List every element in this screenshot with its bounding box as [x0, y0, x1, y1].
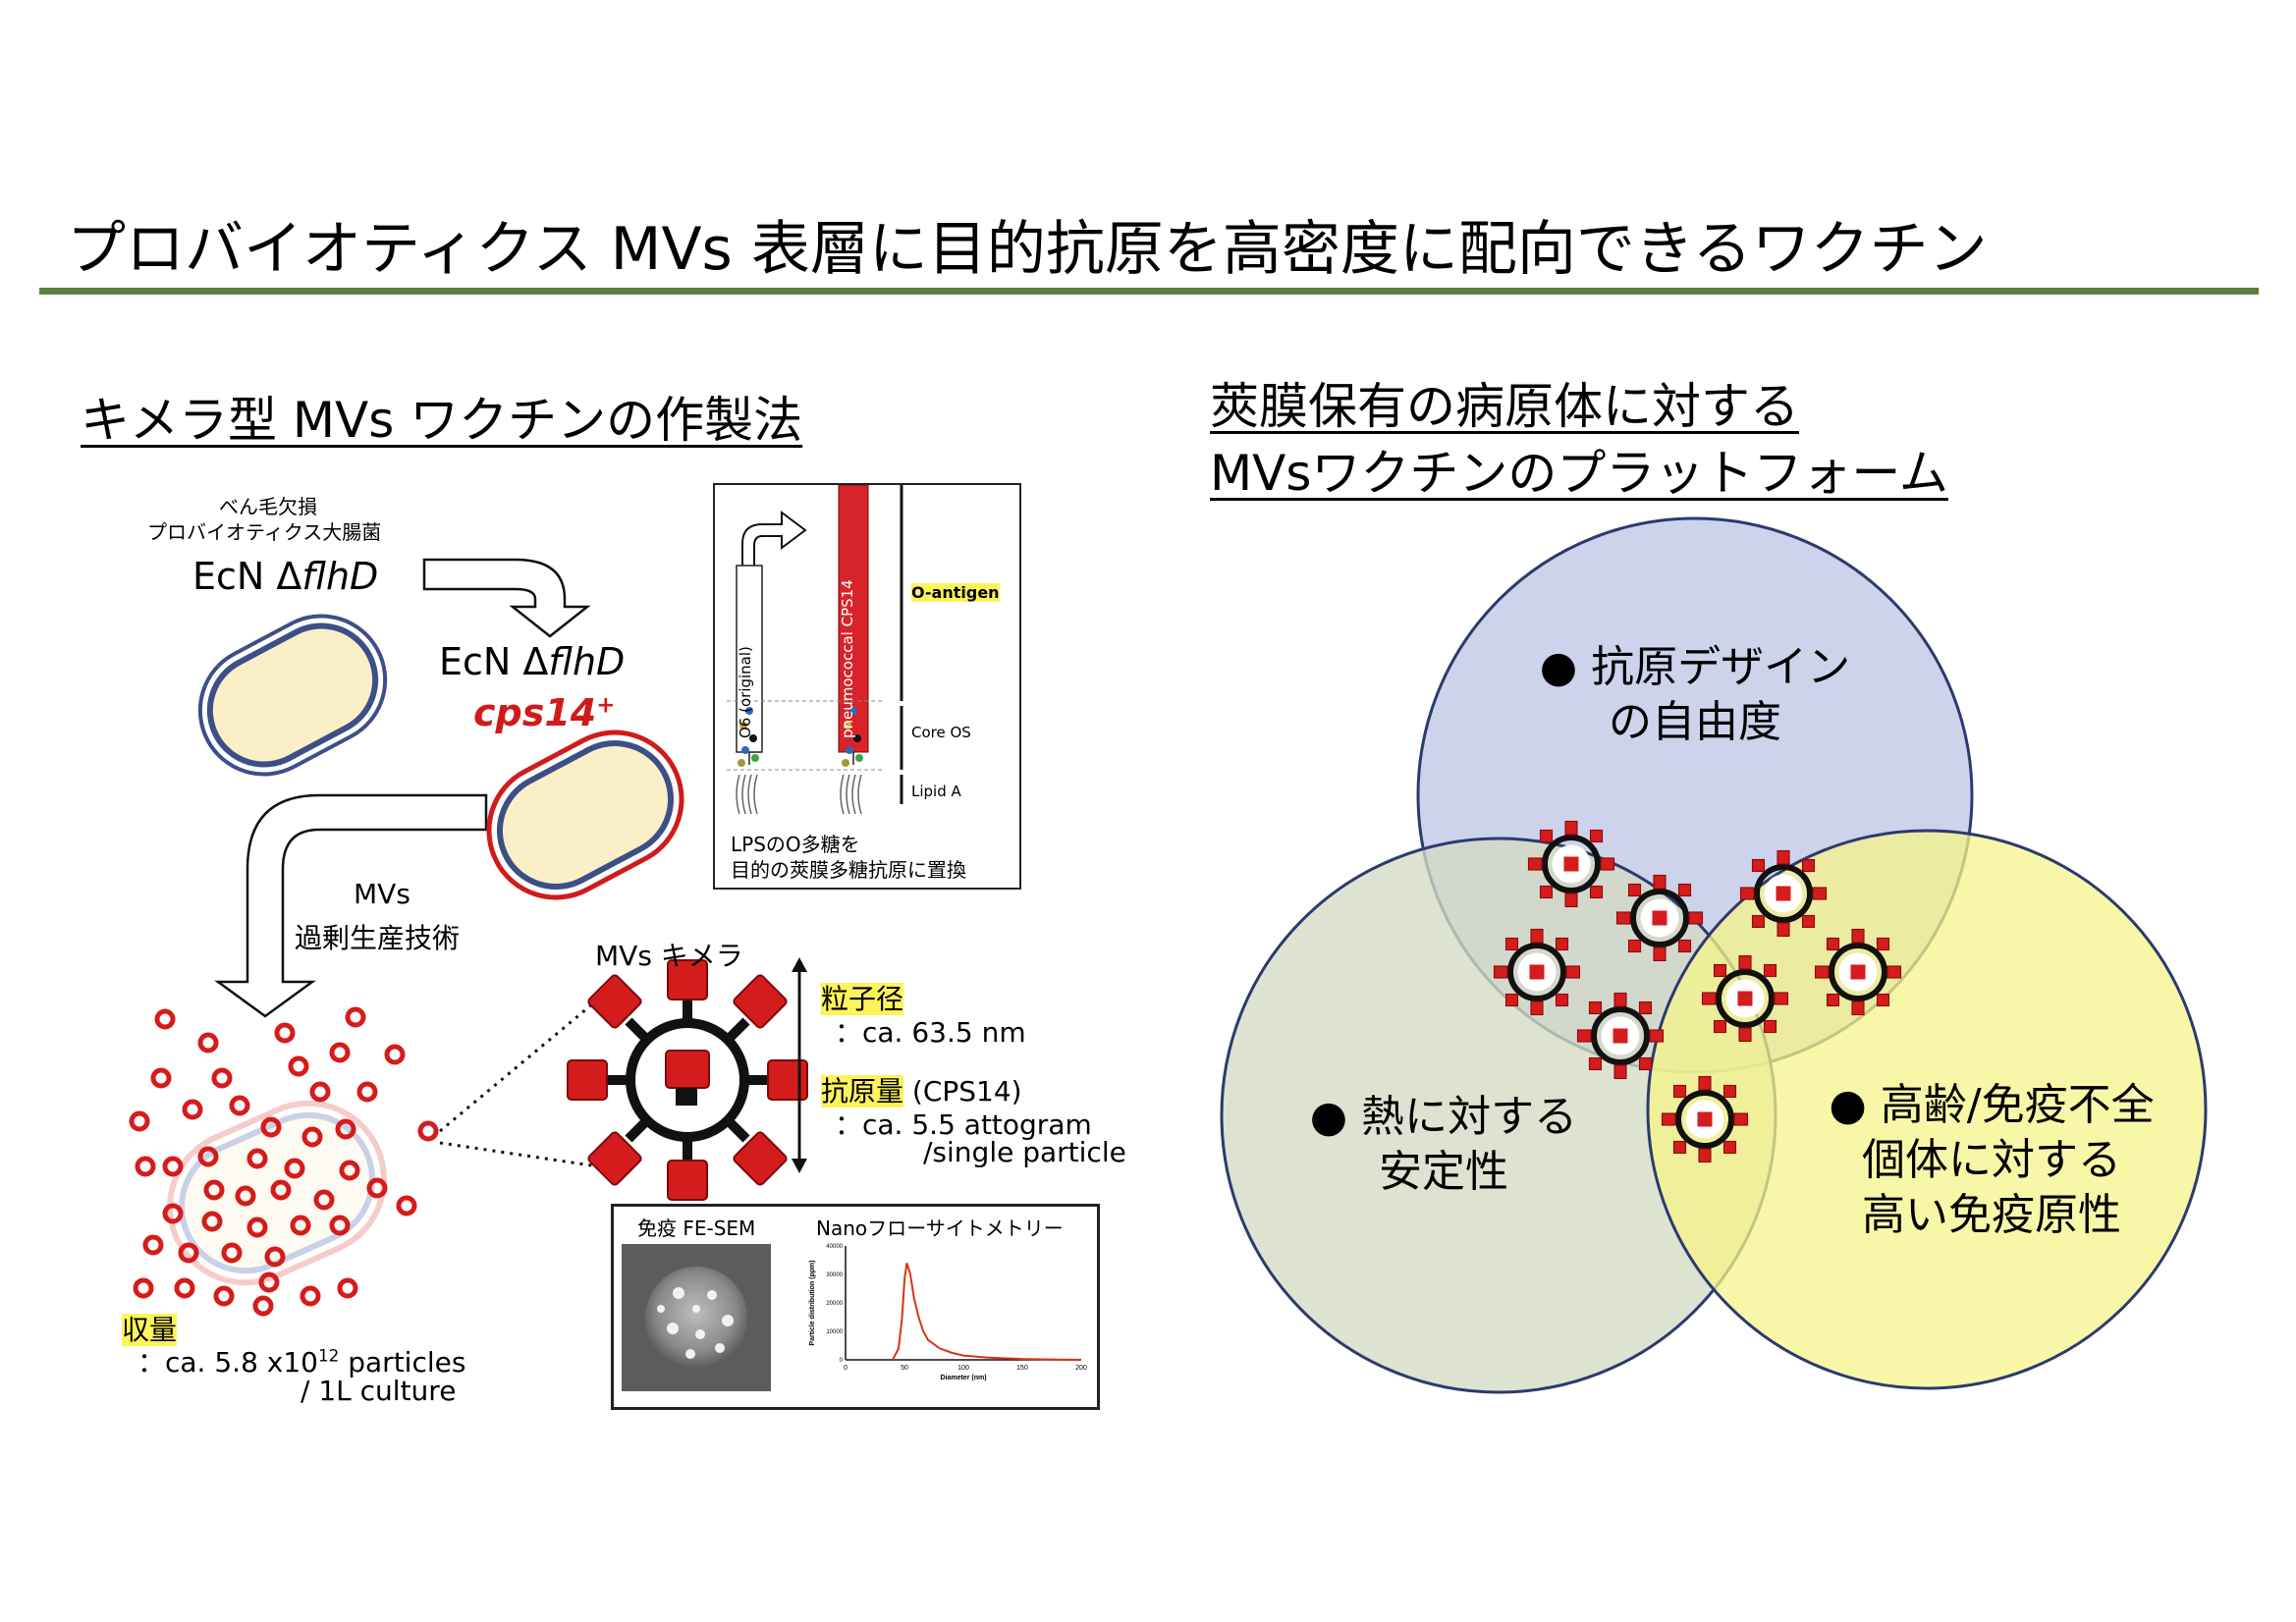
- chart-y-tick: 20000: [826, 1301, 843, 1307]
- chart-x-label: Diameter (nm): [940, 1375, 986, 1381]
- yield-value-line2: / 1L culture: [301, 1375, 457, 1407]
- sem-image: [622, 1244, 771, 1391]
- label-o6-original: O6 (original): [737, 646, 754, 738]
- sem-particle-image: [622, 1244, 771, 1391]
- strain2-label: EcN ΔflhD: [439, 640, 626, 683]
- venn-top-text: ● 抗原デザイン の自由度: [1539, 642, 1851, 747]
- bacterium-ecn-flhd: [197, 614, 388, 777]
- nano-flow-chart: 0 50 100 150 200 0 10000 20000 30000 40000 Diame…: [809, 1244, 1087, 1381]
- yield-label: 収量: [122, 1314, 178, 1346]
- strain1-label: EcN ΔflhD: [192, 555, 379, 598]
- lps-structure-diagram: [727, 485, 903, 815]
- process-line1: MVs: [354, 878, 410, 910]
- venn-right-text: ● 高齢/免疫不全 個体に対する 高い免疫原性: [1829, 1080, 2155, 1240]
- antigen-value-line1: ：ca. 5.5 attogram: [835, 1108, 1092, 1141]
- right-heading-line1: 莢膜保有の病原体に対する: [1210, 378, 1799, 435]
- strain2-insert: cps14+: [473, 691, 616, 734]
- label-o-antigen: O-antigen: [911, 583, 1000, 602]
- chart-x-tick: 150: [1016, 1365, 1028, 1372]
- chart-series-line: [892, 1263, 1082, 1361]
- chimera-title: MVs キメラ: [595, 940, 743, 972]
- lps-caption-line1: LPSのO多糖を: [731, 833, 860, 856]
- chart-x-tick: 200: [1075, 1365, 1087, 1372]
- sem-title: 免疫 FE-SEM: [637, 1216, 756, 1240]
- process-line2: 過剰生産技術: [295, 922, 461, 954]
- antigen-amount: 抗原量 (CPS14): [821, 1075, 1022, 1108]
- label-pneumococcal-cps14: pneumococcal CPS14: [839, 579, 856, 738]
- chart-y-label: Particle distribution (ppm): [809, 1260, 816, 1345]
- evidence-panel: 免疫 FE-SEM Nanoフローサイトメトリー 0 50 100 150 200 0 1…: [611, 1204, 1100, 1410]
- chart-x-tick: 0: [844, 1365, 847, 1372]
- chart-y-tick: 30000: [826, 1272, 843, 1278]
- yield-value: ：ca. 5.8 x1012 particles: [137, 1345, 466, 1379]
- venn-left-text: ● 熱に対する 安定性: [1309, 1092, 1578, 1197]
- page-title: プロバイオティクス MVs 表層に目的抗原を高密度に配向できるワクチン: [67, 215, 1988, 284]
- antigen-value-line2: /single particle: [923, 1136, 1126, 1168]
- lps-caption-line2: 目的の莢膜多糖抗原に置換: [731, 858, 966, 882]
- particle-size-value: ：ca. 63.5 nm: [835, 1016, 1026, 1049]
- label-core-os: Core OS: [911, 724, 971, 741]
- nano-title: Nanoフローサイトメトリー: [816, 1216, 1064, 1240]
- mv-chimera-large: [567, 959, 808, 1201]
- label-lipid-a: Lipid A: [911, 783, 961, 800]
- mv-particles: [129, 1006, 439, 1317]
- arrow-curve-2: [214, 793, 488, 1018]
- lps-structure-panel: O6 (original) pneumococcal CPS14 O-antig…: [713, 483, 1021, 890]
- chart-y-tick: 0: [840, 1358, 844, 1364]
- left-section-heading: キメラ型 MVs ワクチンの作製法: [81, 392, 803, 449]
- chart-x-tick: 100: [957, 1365, 969, 1372]
- particle-size-label: 粒子径: [821, 983, 904, 1015]
- title-divider: [39, 288, 2259, 295]
- arrow-curve-1: [422, 558, 591, 638]
- strain1-note-line2: プロバイオティクス大腸菌: [147, 520, 382, 544]
- right-heading-line2: MVsワクチンのプラットフォーム: [1210, 445, 1948, 502]
- chart-y-tick: 40000: [826, 1244, 843, 1250]
- venn-diagram: [1220, 516, 2208, 1394]
- chart-x-tick: 50: [901, 1365, 908, 1372]
- bacterium-faded: [167, 1100, 387, 1286]
- strain1-note-line1: べん毛欠損: [219, 495, 317, 518]
- bacterium-ecn-cps14: [486, 730, 684, 900]
- chart-y-tick: 10000: [826, 1329, 843, 1335]
